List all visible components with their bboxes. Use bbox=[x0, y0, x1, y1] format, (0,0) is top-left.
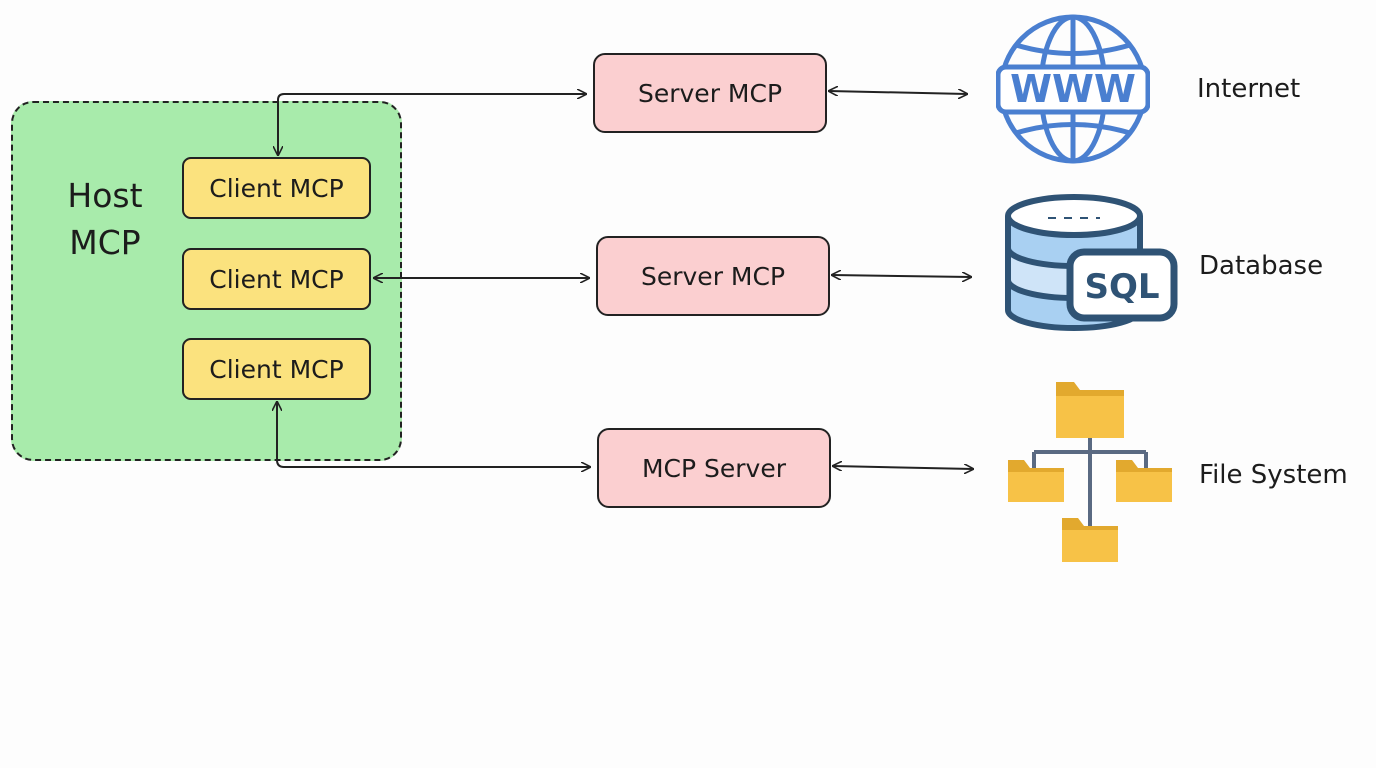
host-mcp-label: Host MCP bbox=[67, 176, 143, 262]
file-system-label: File System bbox=[1199, 460, 1348, 490]
globe-www-icon: WWW bbox=[996, 14, 1150, 164]
folder-tree-icon bbox=[1008, 382, 1172, 562]
client-mcp-box-3: Client MCP bbox=[182, 338, 371, 400]
internet-label: Internet bbox=[1197, 74, 1301, 104]
server-mcp-box-1: Server MCP bbox=[593, 53, 827, 133]
database-label: Database bbox=[1199, 251, 1324, 281]
database-sql-icon: SQL bbox=[1005, 194, 1178, 331]
sql-text: SQL bbox=[1084, 267, 1159, 307]
client-mcp-box-2: Client MCP bbox=[182, 248, 371, 310]
arrow-server1-internet bbox=[829, 91, 967, 94]
arrow-server2-database bbox=[832, 275, 971, 277]
mcp-server-box-3: MCP Server bbox=[597, 428, 831, 508]
client-mcp-box-1: Client MCP bbox=[182, 157, 371, 219]
arrow-client3-server3 bbox=[277, 402, 590, 467]
arrow-server3-filesystem bbox=[833, 466, 973, 469]
server-mcp-box-2: Server MCP bbox=[596, 236, 830, 316]
www-text: WWW bbox=[1010, 67, 1136, 111]
arrow-client1-server1 bbox=[278, 94, 586, 155]
